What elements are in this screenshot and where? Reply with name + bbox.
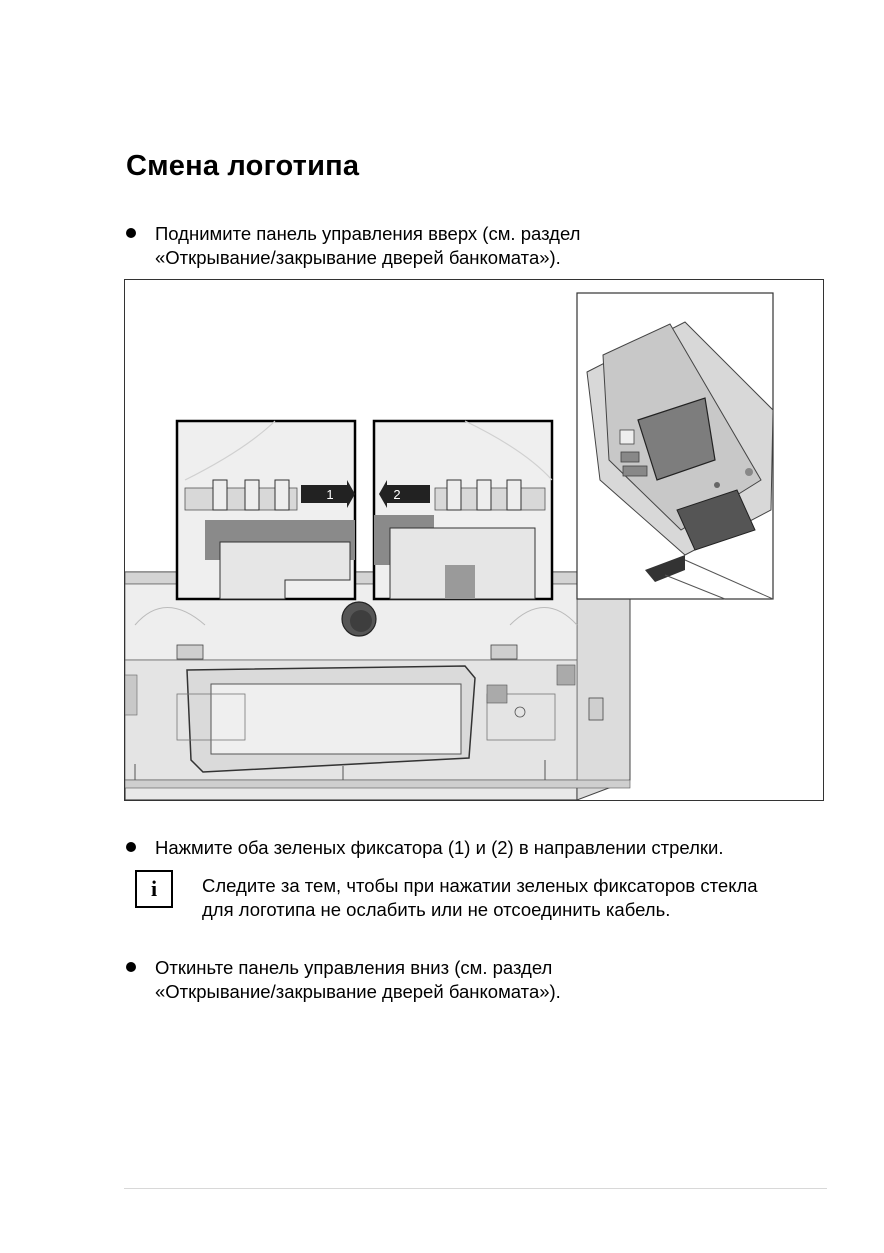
detail-inset-right: 2 (372, 419, 554, 601)
bullet-icon (126, 962, 136, 972)
step-1-text: Поднимите панель управления вверх (см. р… (155, 222, 580, 270)
atm-overview-inset (576, 292, 774, 600)
step-3-line-2: «Открывание/закрывание дверей банкомата»… (155, 981, 561, 1002)
callout-2-label: 2 (393, 487, 400, 502)
footer-divider (124, 1188, 827, 1189)
step-1: Поднимите панель управления вверх (см. р… (126, 222, 726, 272)
logo-replacement-illustration: 1 2 (124, 279, 824, 801)
step-1-line-1: Поднимите панель управления вверх (см. р… (155, 223, 581, 244)
detail-inset-left: 1 (175, 419, 357, 601)
note-line-1: Следите за тем, чтобы при нажатии зелены… (202, 875, 758, 896)
step-3: Откиньте панель управления вниз (см. раз… (126, 956, 726, 1006)
step-3-line-1: Откиньте панель управления вниз (см. раз… (155, 957, 553, 978)
page-title: Смена логотипа (126, 150, 360, 182)
step-2-line-1: Нажмите оба зеленых фиксатора (1) и (2) … (155, 837, 724, 858)
step-3-text: Откиньте панель управления вниз (см. раз… (155, 956, 561, 1004)
note-line-2: для логотипа не ослабить или не отсоедин… (202, 899, 671, 920)
info-note: Следите за тем, чтобы при нажатии зелены… (202, 874, 758, 922)
bullet-icon (126, 842, 136, 852)
step-2: Нажмите оба зеленых фиксатора (1) и (2) … (126, 836, 806, 862)
step-2-text: Нажмите оба зеленых фиксатора (1) и (2) … (155, 836, 723, 860)
step-1-line-2: «Открывание/закрывание дверей банкомата»… (155, 247, 561, 268)
atm-panel-drawing: 1 2 (125, 292, 774, 800)
info-icon: i (135, 870, 173, 908)
callout-1-label: 1 (326, 487, 333, 502)
bullet-icon (126, 228, 136, 238)
